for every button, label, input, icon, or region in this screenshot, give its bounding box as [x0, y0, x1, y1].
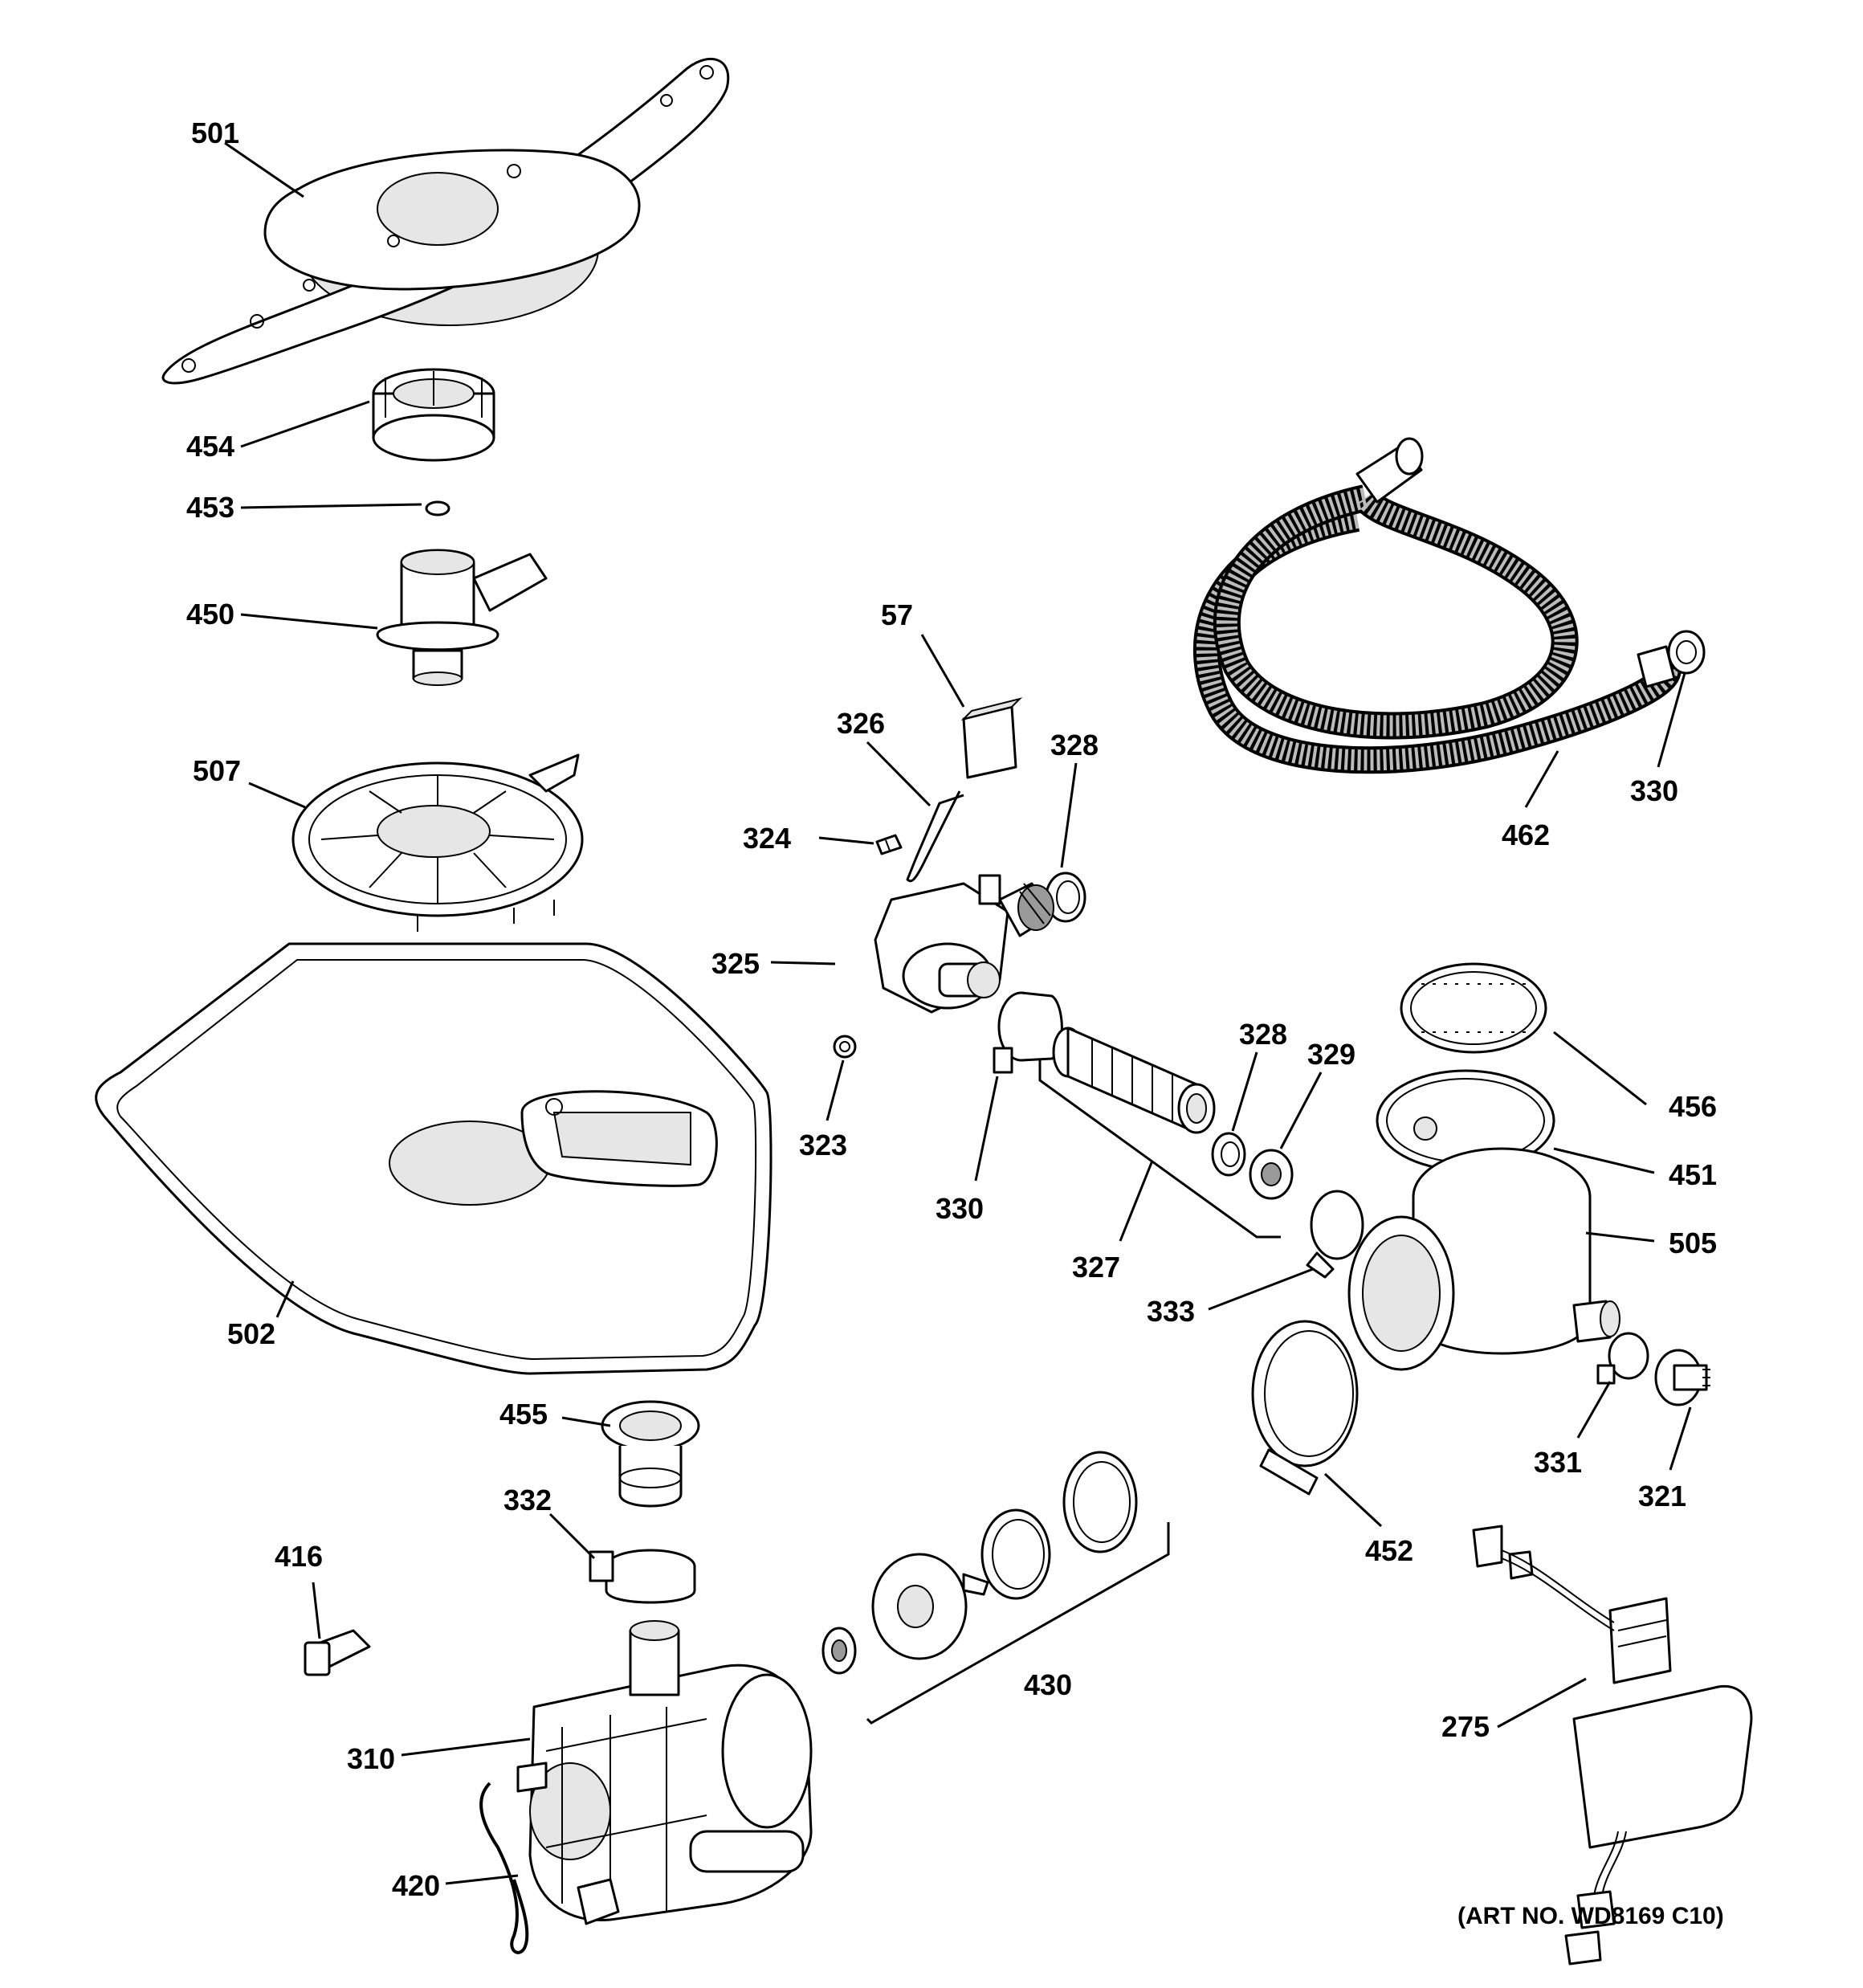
label-430: 430 — [1024, 1668, 1072, 1701]
gasket-456 — [1400, 962, 1547, 1054]
label-450: 450 — [186, 598, 234, 631]
label-330-upper: 330 — [1630, 774, 1678, 807]
label-328-upper: 328 — [1050, 729, 1099, 761]
nut-329 — [1249, 1149, 1294, 1200]
block-57 — [960, 697, 1023, 779]
label-462: 462 — [1502, 818, 1550, 851]
bolt-416 — [304, 1629, 371, 1676]
clip-420 — [479, 1782, 529, 1954]
clamp-330-upper — [1667, 630, 1706, 675]
label-325: 325 — [711, 947, 760, 980]
clamp-330-middle — [993, 991, 1063, 1074]
valve-325 — [874, 874, 1054, 1014]
label-331: 331 — [1534, 1446, 1582, 1479]
label-452: 452 — [1365, 1534, 1413, 1567]
impeller-set-430 — [821, 1451, 1138, 1675]
wire-326 — [906, 790, 964, 883]
label-453: 453 — [186, 491, 234, 524]
label-323: 323 — [799, 1129, 847, 1161]
tray-502 — [95, 942, 773, 1375]
sump-505 — [1347, 1147, 1620, 1371]
sensor-321 — [1654, 1349, 1710, 1406]
seal-455 — [601, 1400, 700, 1508]
o-ring-453 — [425, 500, 450, 516]
label-451: 451 — [1669, 1158, 1717, 1191]
label-456: 456 — [1669, 1090, 1717, 1123]
label-502: 502 — [227, 1317, 275, 1350]
label-501: 501 — [191, 116, 239, 149]
label-275: 275 — [1441, 1710, 1490, 1743]
screw-324 — [875, 834, 903, 855]
label-416: 416 — [275, 1540, 323, 1573]
filter-screen-507 — [291, 753, 584, 932]
label-329: 329 — [1307, 1038, 1355, 1071]
label-57: 57 — [881, 598, 913, 631]
label-321: 321 — [1638, 1480, 1686, 1512]
label-324: 324 — [743, 822, 791, 855]
nut-323 — [833, 1035, 857, 1059]
transformer-275 — [1472, 1525, 1753, 1966]
manifold-450 — [376, 549, 548, 686]
label-420: 420 — [392, 1869, 440, 1902]
hose-327 — [1052, 1027, 1216, 1134]
motor-310 — [516, 1620, 813, 1925]
art-number: (ART NO. WD8169 C10) — [1457, 1903, 1724, 1929]
drain-hose-462 — [1192, 437, 1682, 774]
label-505: 505 — [1669, 1227, 1717, 1259]
label-310: 310 — [347, 1742, 395, 1775]
clamp-452 — [1251, 1320, 1359, 1496]
label-330-middle: 330 — [936, 1192, 984, 1225]
clamp-331 — [1596, 1332, 1649, 1385]
clamp-333 — [1306, 1190, 1364, 1279]
clamp-332 — [589, 1549, 696, 1604]
leader-lines — [224, 141, 1692, 1885]
label-328-lower: 328 — [1239, 1018, 1287, 1051]
label-455: 455 — [499, 1398, 548, 1431]
ring-328-upper — [1045, 872, 1086, 923]
label-332: 332 — [503, 1484, 552, 1517]
callout-labels: 501 454 453 450 507 502 455 332 416 310 … — [186, 116, 1724, 1929]
label-326: 326 — [837, 707, 885, 740]
label-507: 507 — [193, 754, 241, 787]
hub-454 — [372, 368, 495, 462]
label-454: 454 — [186, 430, 234, 463]
label-327: 327 — [1072, 1251, 1120, 1284]
label-333: 333 — [1147, 1295, 1195, 1328]
ring-328-lower — [1211, 1132, 1246, 1177]
spray-arm-501 — [161, 58, 730, 385]
